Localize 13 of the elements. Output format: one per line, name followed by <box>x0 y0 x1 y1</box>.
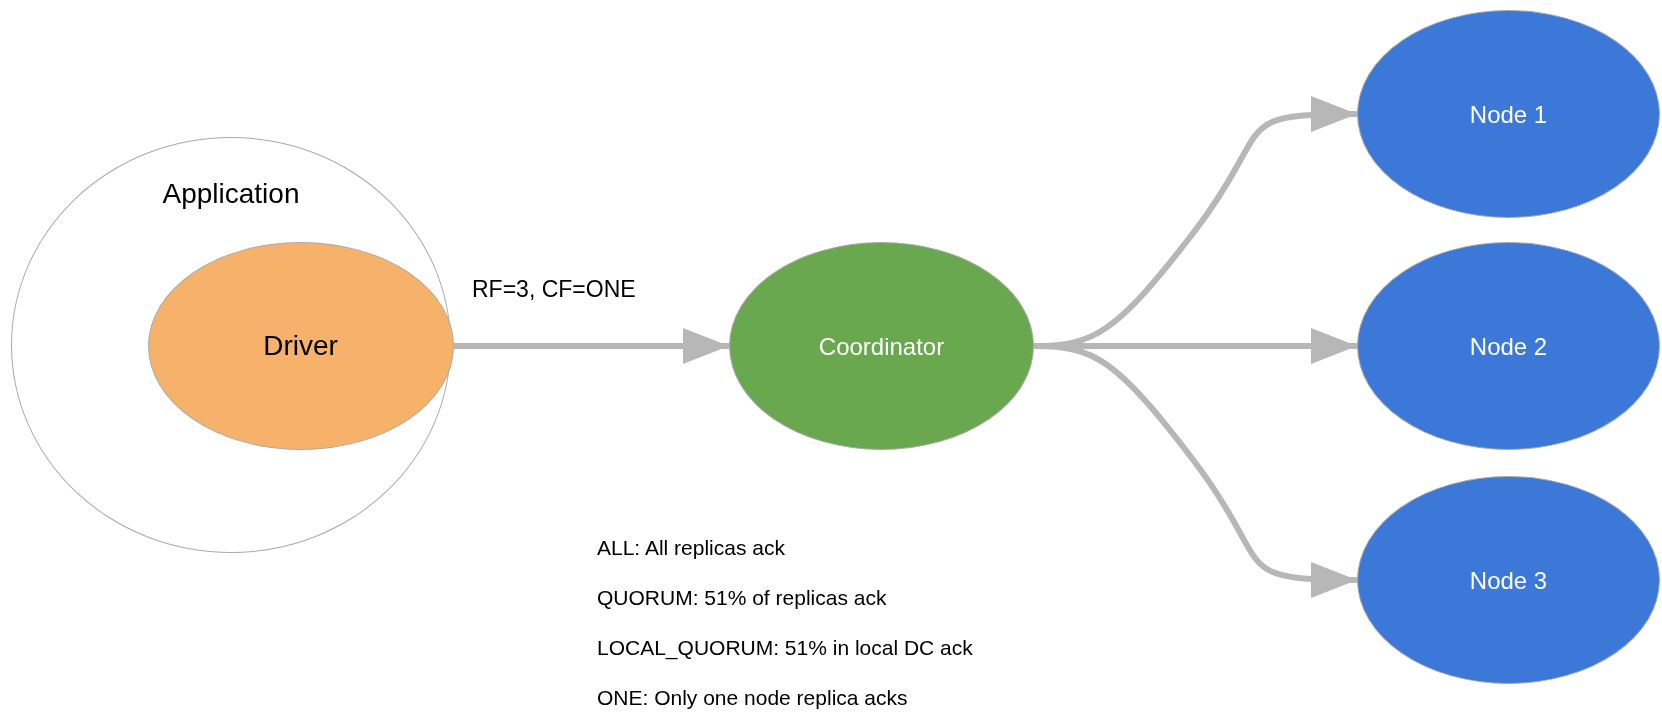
note-text: ALL: All replicas ack <box>597 536 785 560</box>
application-circle <box>11 137 451 553</box>
node-label: Coordinator <box>817 332 946 361</box>
node-label: Node 1 <box>1468 100 1549 129</box>
node-label: Node 2 <box>1468 332 1549 361</box>
node-label: Node 3 <box>1468 566 1549 595</box>
note-text: QUORUM: 51% of replicas ack <box>597 586 887 610</box>
note-text: ONE: Only one node replica acks <box>597 686 908 710</box>
arrow <box>1033 343 1358 598</box>
note-text: LOCAL_QUORUM: 51% in local DC ack <box>597 636 973 660</box>
node-label: Driver <box>262 329 339 362</box>
arrow <box>454 328 729 364</box>
node-label: Application <box>161 178 301 210</box>
